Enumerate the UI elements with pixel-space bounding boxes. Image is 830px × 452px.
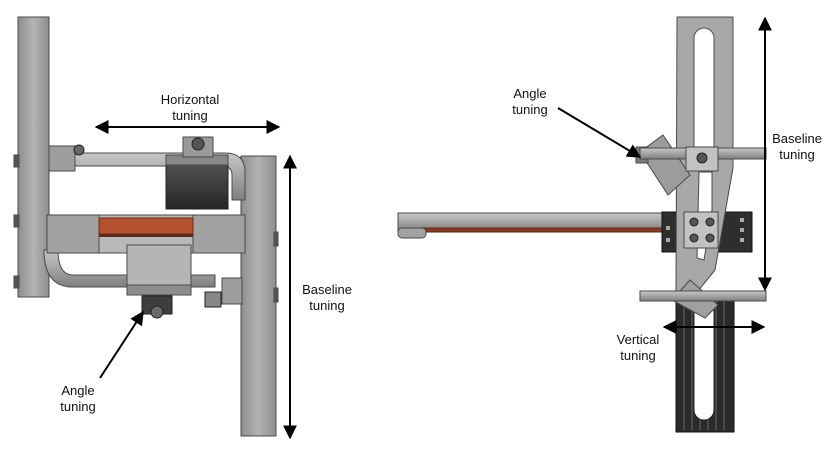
middle-clamp-screw-3 (689, 233, 699, 243)
left-angle-line1: Angle (61, 383, 95, 398)
vertical-tuning-label: Vertical tuning (603, 332, 673, 364)
horizontal-arm-end (397, 227, 427, 239)
left-baseline-tuning-label: Baseline tuning (292, 282, 362, 314)
right-plate-tab-top (273, 231, 279, 247)
right-baseline-tuning-label: Baseline tuning (764, 131, 830, 163)
right-angle-pointer (557, 107, 642, 158)
right-plate-tab-bot (273, 287, 279, 303)
left-baseline-line2: tuning (309, 298, 345, 313)
right-baseline-line2: tuning (779, 147, 815, 162)
vertical-tuning-line2: tuning (620, 348, 656, 363)
cross-bar-left-clamp (46, 214, 100, 254)
middle-clamp-plate (683, 211, 719, 249)
cross-bar-right-clamp (192, 214, 246, 254)
lower-slider-base (126, 284, 192, 296)
left-upper-screw (73, 144, 85, 156)
left-angle-line2: tuning (60, 399, 96, 414)
horizontal-tuning-line1: Horizontal (160, 92, 220, 107)
right-lower-screw (204, 291, 222, 308)
upper-screw-head (191, 137, 205, 151)
middle-clamp-screw-4 (705, 233, 715, 243)
left-plate-tab-mid (13, 214, 20, 228)
right-vertical-plate (240, 155, 277, 437)
horizontal-tuning-label: Horizontal tuning (140, 92, 240, 124)
left-plate-tab-top (13, 154, 20, 168)
right-lower-bracket (221, 277, 243, 305)
bottom-horizontal-rod (639, 290, 767, 302)
right-angle-tuning-label: Angle tuning (500, 86, 560, 118)
right-baseline-line1: Baseline (772, 131, 822, 146)
lower-screw-head (150, 305, 164, 319)
dark-mount-holes (666, 218, 744, 242)
right-arrows (557, 16, 772, 334)
left-upper-bracket (48, 145, 76, 172)
copper-belt-shadow (99, 234, 193, 237)
right-angle-line2: tuning (512, 102, 548, 117)
copper-belt (98, 217, 194, 235)
left-angle-pointer (99, 310, 144, 379)
left-arrows (94, 120, 297, 440)
right-mechanism (397, 16, 767, 433)
middle-clamp-screw-2 (705, 217, 715, 227)
middle-clamp-screw-1 (689, 217, 699, 227)
left-baseline-line1: Baseline (302, 282, 352, 297)
top-clamp-screw (696, 152, 708, 164)
slotted-plate-slot (693, 27, 715, 163)
vertical-tuning-line1: Vertical (616, 332, 660, 347)
right-angle-line1: Angle (513, 86, 547, 101)
left-angle-tuning-label: Angle tuning (48, 383, 108, 415)
horizontal-tuning-line2: tuning (172, 108, 208, 123)
left-plate-tab-bot (13, 275, 20, 289)
left-mechanism (13, 16, 279, 437)
horizontal-arm-belt (419, 227, 671, 233)
